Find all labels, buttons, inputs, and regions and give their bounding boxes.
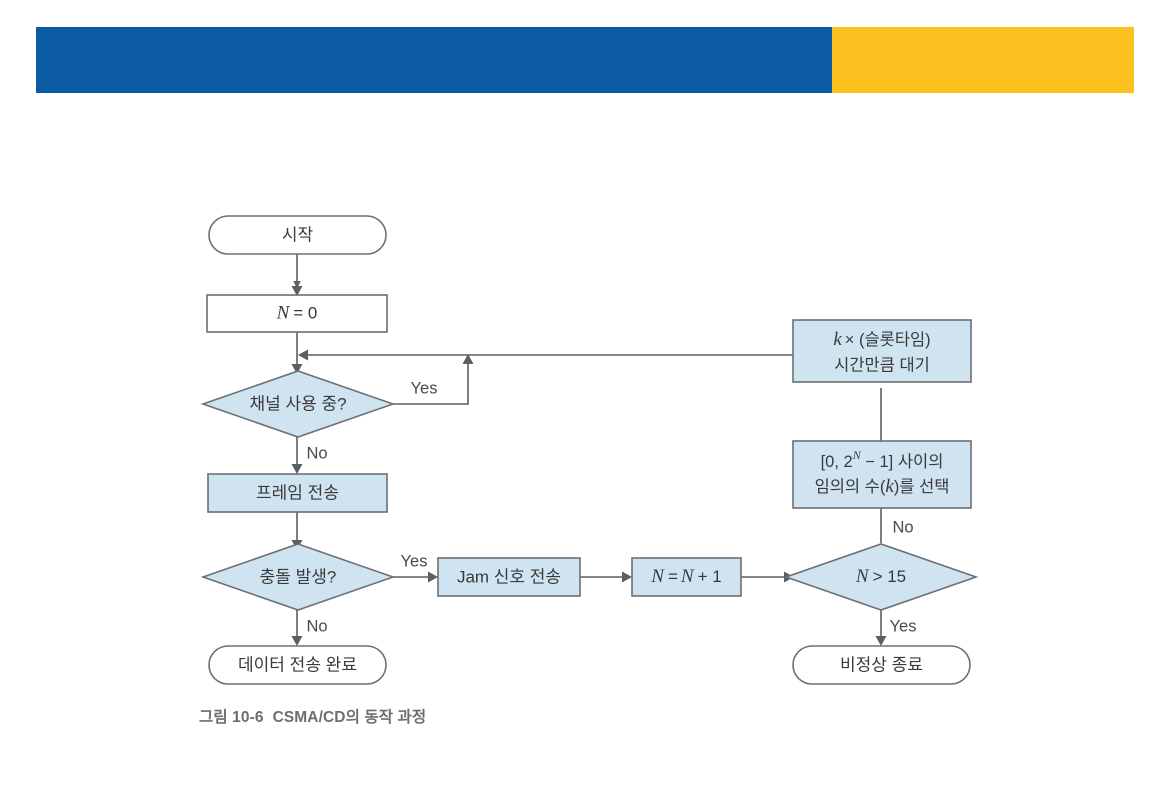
node-n-incr: N=N+ 1 xyxy=(631,557,742,597)
edge-busy-yes xyxy=(393,361,469,405)
node-n-gt-15-label: N> 15 xyxy=(855,566,906,587)
edge-label-busy-no: No xyxy=(306,444,327,462)
node-jam: Jam 신호 전송 xyxy=(437,557,581,597)
node-start-shape xyxy=(208,215,387,255)
node-n-gt-15-rest: > 15 xyxy=(873,567,907,586)
node-n-zero: N= 0 xyxy=(206,294,388,333)
edge-label-collision-no: No xyxy=(306,617,327,635)
node-wait-k: k× (슬롯타임) 시간만큼 대기 xyxy=(792,319,972,383)
node-n-zero-var: N xyxy=(276,303,291,324)
node-collision-label: 충돌 발생? xyxy=(260,567,337,586)
node-pick-k-line2-pre: 임의의 수( xyxy=(815,477,886,496)
node-data-done: 데이터 전송 완료 xyxy=(208,645,387,685)
node-channel-busy: 채널 사용 중? xyxy=(200,370,396,438)
edge-label-collision-yes: Yes xyxy=(401,552,428,570)
node-n-incr-shape xyxy=(631,557,742,597)
node-n-incr-tail: + 1 xyxy=(698,567,722,586)
header-band xyxy=(36,27,1134,93)
node-wait-k-line2: 시간만큼 대기 xyxy=(834,355,930,374)
node-channel-busy-shape xyxy=(200,370,396,438)
node-n-zero-label: N= 0 xyxy=(276,303,318,324)
edge-label-busy-yes: Yes xyxy=(411,379,438,397)
node-n-incr-var1: N xyxy=(650,566,665,587)
node-n-gt-15: N> 15 xyxy=(783,543,979,611)
node-wait-k-line1-var: k xyxy=(833,329,842,350)
node-start-label: 시작 xyxy=(282,225,314,244)
node-abort: 비정상 종료 xyxy=(792,645,971,685)
node-collision: 충돌 발생? xyxy=(200,543,396,611)
node-pick-k-shape xyxy=(792,440,972,509)
node-n-gt-15-var: N xyxy=(855,566,870,587)
node-pick-k: [0, 2N − 1] 사이의 임의의 수(k)를 선택 xyxy=(792,440,972,509)
header-bar-primary xyxy=(36,27,832,93)
node-abort-shape xyxy=(792,645,971,685)
node-wait-k-shape xyxy=(792,319,972,383)
node-pick-k-line1-pre: [0, 2 xyxy=(821,453,853,471)
node-n-gt-15-shape xyxy=(783,543,979,611)
node-channel-busy-label: 채널 사용 중? xyxy=(249,394,346,413)
node-n-zero-shape xyxy=(206,294,388,333)
edge-label-n15-yes: Yes xyxy=(890,617,917,635)
node-pick-k-line2-var: k xyxy=(885,476,894,497)
node-pick-k-line2-post: )를 선택 xyxy=(894,477,950,496)
node-n-zero-rest: = 0 xyxy=(293,304,317,323)
figure-caption-number: 그림 10-6 xyxy=(199,709,264,726)
node-abort-label: 비정상 종료 xyxy=(840,655,923,674)
node-pick-k-line1-post: − 1] 사이의 xyxy=(861,452,944,471)
node-pick-k-line2: 임의의 수(k)를 선택 xyxy=(815,476,950,497)
node-pick-k-line1-sup: N xyxy=(852,448,862,462)
node-start: 시작 xyxy=(208,215,387,255)
figure-caption-text: CSMA/CD의 동작 과정 xyxy=(272,709,427,726)
node-jam-shape xyxy=(437,557,581,597)
node-send-frame: 프레임 전송 xyxy=(207,473,388,513)
node-data-done-label: 데이터 전송 완료 xyxy=(238,655,357,674)
node-jam-label: Jam 신호 전송 xyxy=(457,567,561,586)
node-data-done-shape xyxy=(208,645,387,685)
node-wait-k-line1: k× (슬롯타임) xyxy=(833,329,930,350)
node-wait-k-line1-rest: × (슬롯타임) xyxy=(845,330,931,349)
node-n-incr-var2: N xyxy=(680,566,695,587)
node-pick-k-line1: [0, 2N − 1] 사이의 xyxy=(821,448,944,472)
node-n-incr-mid: = xyxy=(668,567,678,586)
node-collision-shape xyxy=(200,543,396,611)
header-bar-accent xyxy=(832,27,1134,93)
figure-caption: 그림 10-6 CSMA/CD의 동작 과정 xyxy=(199,705,426,727)
node-send-frame-shape xyxy=(207,473,388,513)
node-n-incr-label: N=N+ 1 xyxy=(650,566,721,587)
edge-label-n15-no: No xyxy=(892,518,913,536)
node-send-frame-label: 프레임 전송 xyxy=(256,483,339,502)
